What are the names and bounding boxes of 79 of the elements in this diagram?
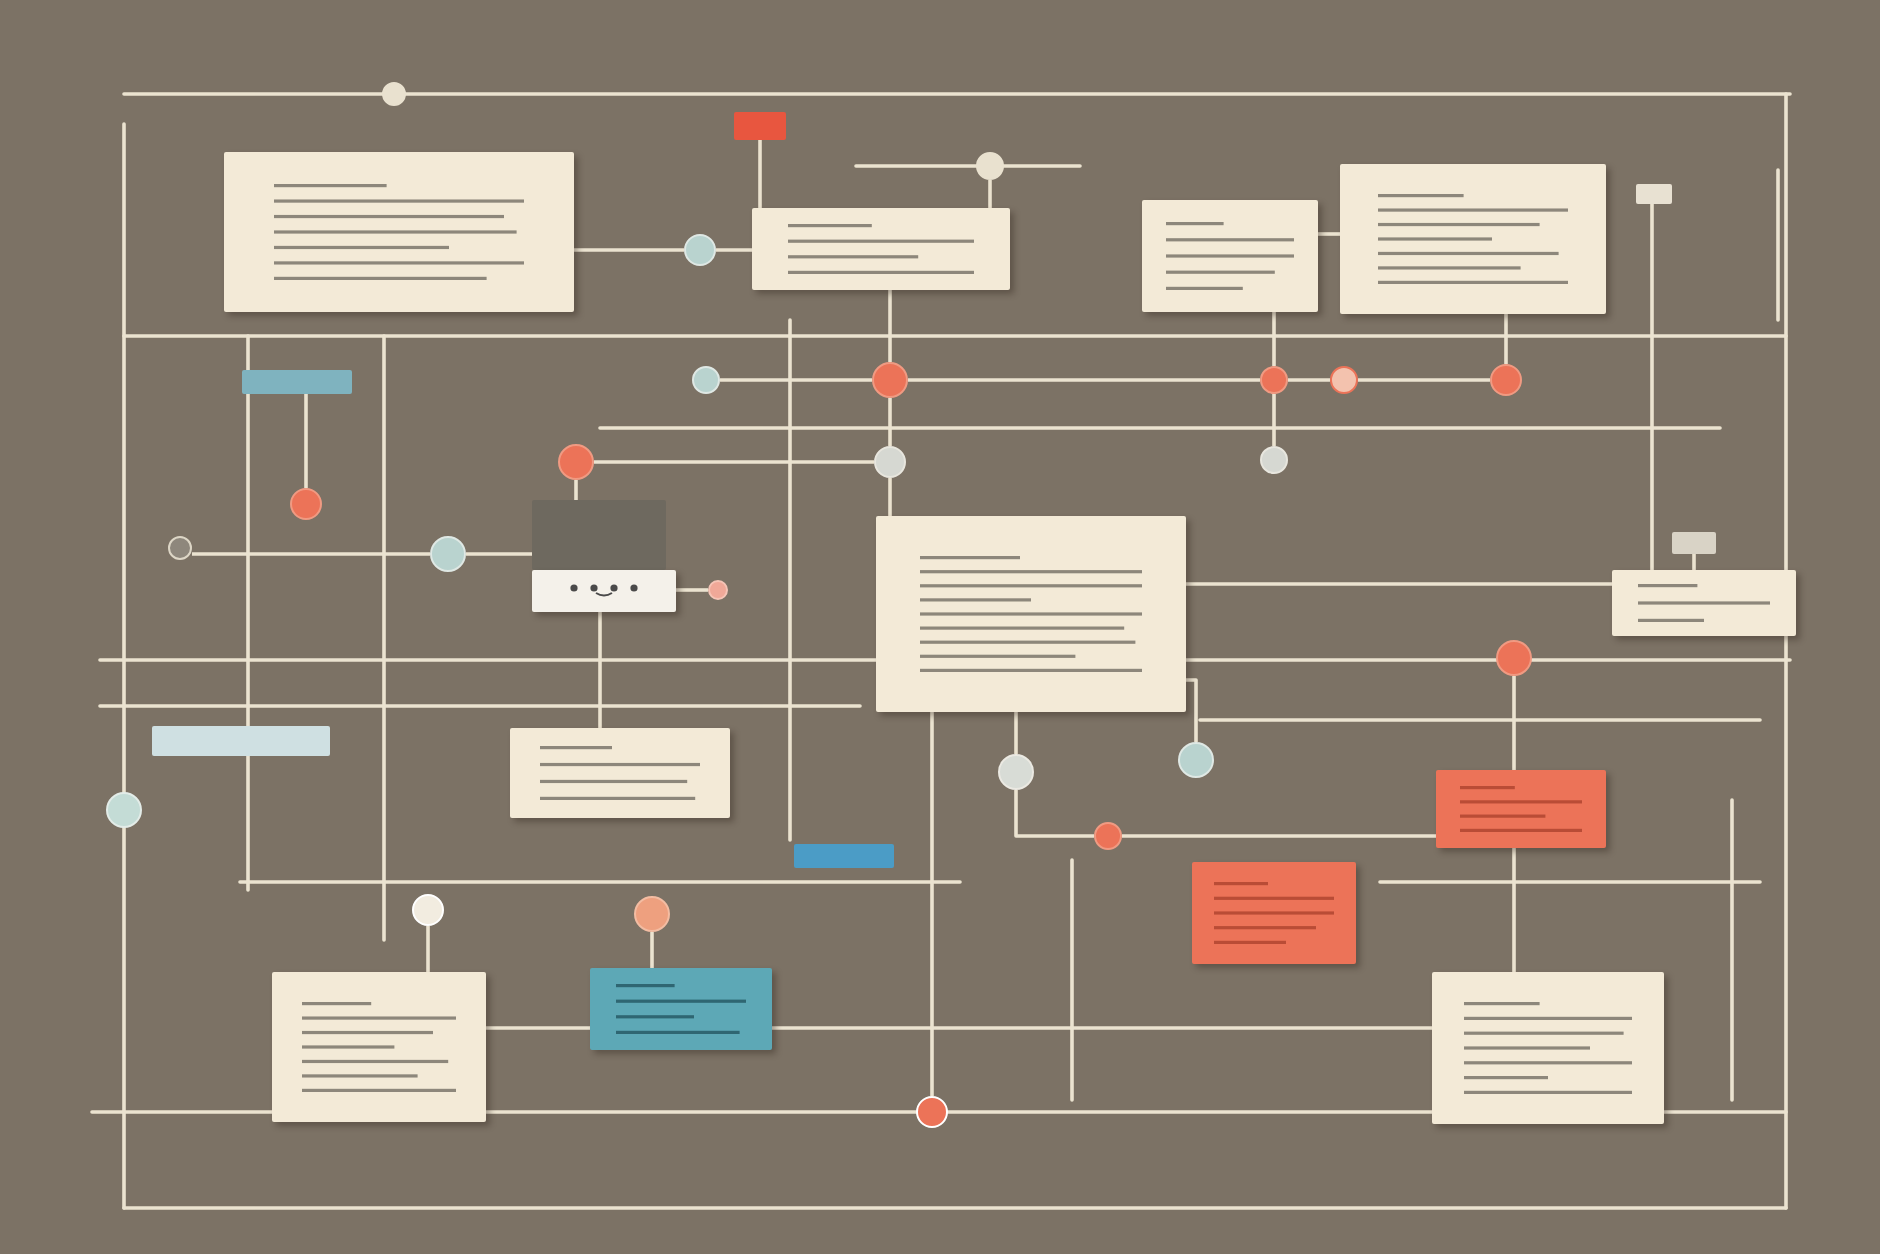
circle-node [998,754,1034,790]
note-card [1436,770,1606,848]
circle-node [106,792,142,828]
connector-line [888,290,892,362]
small-card [532,570,676,612]
connector-line [676,588,708,592]
circle-node [382,82,406,106]
circle-node [874,446,906,478]
circle-node [558,444,594,480]
circle-node [412,894,444,926]
connector-line [1014,712,1018,754]
circle-node [168,536,192,560]
circle-node [692,366,720,394]
connector-line [594,460,874,464]
connector-line [1358,378,1490,382]
connector-line [466,552,532,556]
circle-node [976,152,1004,180]
circle-node [872,362,908,398]
note-card [1432,972,1664,1124]
connector-line [1512,676,1516,770]
connector-line [1014,790,1094,838]
circle-node [1260,446,1288,474]
connector-line [426,926,430,972]
connector-line [650,932,654,968]
note-card [590,968,772,1050]
connector-line [574,248,684,252]
connector-line [988,180,992,208]
circle-node [1496,640,1532,676]
connector-line [192,552,430,556]
connector-line [1650,204,1654,570]
connector-line [1272,394,1276,446]
circle-node [290,488,322,520]
note-card [1612,570,1796,636]
note-card [510,728,730,818]
circle-node [1260,366,1288,394]
note-card [272,972,486,1122]
circle-node [1178,742,1214,778]
tag-marker [794,844,894,868]
connector-line [888,398,892,446]
note-card [1192,862,1356,964]
note-card [224,152,574,312]
circle-node [1330,366,1358,394]
note-card [876,516,1186,712]
connector-line [720,378,872,382]
panel-block [532,500,666,570]
tag-marker [152,726,330,756]
tag-marker [242,370,352,394]
circle-node [634,896,670,932]
connector-line [598,612,602,728]
note-card [752,208,1010,290]
connector-line [1692,554,1696,570]
connector-line [1512,848,1516,972]
connector-line [908,378,1260,382]
connector-line [716,248,752,252]
connector-line [888,478,892,516]
connector-line [574,480,578,500]
circle-node [916,1096,948,1128]
connector-line [486,1026,590,1030]
circle-node [684,234,716,266]
connector-line [1504,314,1508,364]
connector-line [1186,582,1612,586]
tag-marker [734,112,786,140]
circle-node [430,536,466,572]
connector-line [1272,312,1276,366]
circle-node [1094,822,1122,850]
connector-line [1318,232,1340,236]
circle-node [708,580,728,600]
connector-line [1288,378,1330,382]
connector-line [930,712,934,1096]
connector-line [304,394,308,488]
connector-line [772,1026,1432,1030]
note-card [1340,164,1606,314]
connector-line [1122,834,1436,838]
connector-line [1186,678,1198,742]
connector-line [758,140,762,208]
tag-marker [1636,184,1672,204]
note-card [1142,200,1318,312]
tag-marker [1672,532,1716,554]
circle-node [1490,364,1522,396]
